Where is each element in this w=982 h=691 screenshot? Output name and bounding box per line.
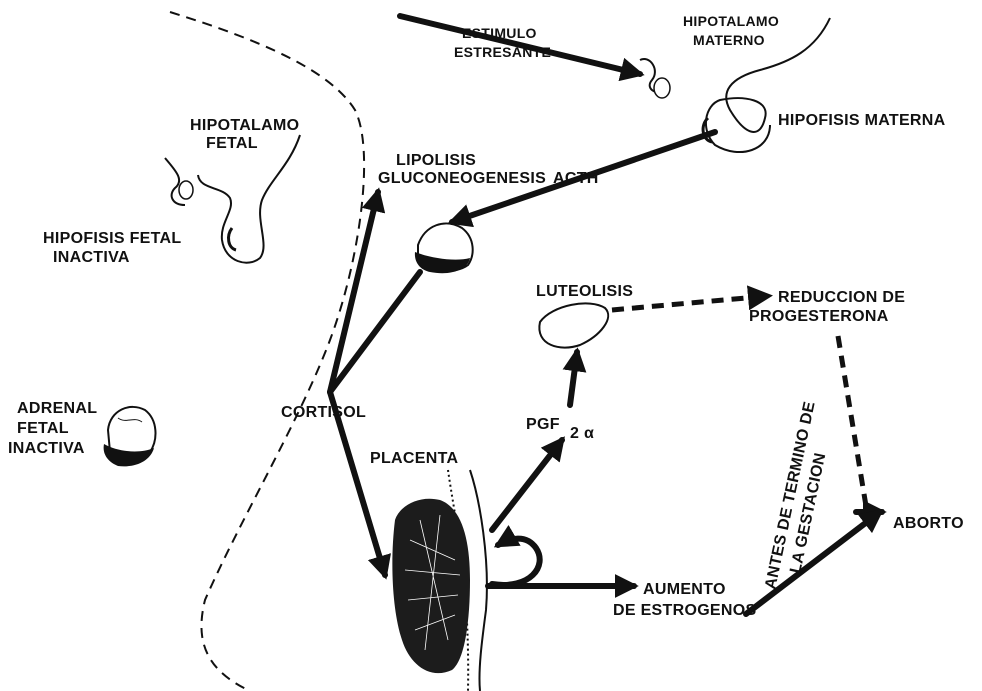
adrenal-fetal-label: FETAL <box>17 420 69 437</box>
pgf-subscript-label: 2 α <box>570 425 594 442</box>
pgf-to-luteolisis-arrow <box>570 352 577 405</box>
estimulo-label: ESTIMULO <box>462 25 537 41</box>
aborto-label: ABORTO <box>893 515 964 532</box>
fetal-boundary-dashed-line <box>170 12 364 691</box>
reduccion-label: REDUCCION DE <box>778 289 905 306</box>
hipotalamo-materno-label: HIPOTALAMO <box>683 13 779 29</box>
luteolisis-to-reduccion-dashed-arrow <box>612 296 768 310</box>
aumento-label: AUMENTO <box>643 581 726 598</box>
fetal-hypothalamus-pituitary-drawing <box>165 135 300 263</box>
estrogenos-label: DE ESTROGENOS <box>613 602 757 619</box>
lipolisis-label: LIPOLISIS <box>396 152 476 169</box>
placenta-to-pgf-arrow <box>492 440 562 530</box>
pgf-label: PGF <box>526 416 560 433</box>
adrenal-inactiva-label: INACTIVA <box>8 440 85 457</box>
hipotalamo-fetal-label: HIPOTALAMO <box>190 117 299 134</box>
fetal-adrenal-inactive-drawing <box>104 407 156 466</box>
progesterona-label: PROGESTERONA <box>749 308 889 325</box>
hipofisis-inactiva-label: INACTIVA <box>53 249 130 266</box>
fetal-adrenal-active-drawing <box>415 223 473 273</box>
placenta-feedback-loop-arrow <box>492 539 540 585</box>
hipofisis-materna-label: HIPOFISIS MATERNA <box>778 112 946 129</box>
fetal-label: FETAL <box>206 135 258 152</box>
materno-label: MATERNO <box>693 32 765 48</box>
acth-label: ACTH <box>553 170 599 187</box>
estresante-label: ESTRESANTE <box>454 44 551 60</box>
cortisol-label: CORTISOL <box>281 404 366 421</box>
hipofisis-fetal-label: HIPOFISIS FETAL <box>43 230 181 247</box>
gluconeogenesis-label: GLUCONEOGENESIS <box>378 170 546 187</box>
adrenal-label: ADRENAL <box>17 400 97 417</box>
luteolisis-label: LUTEOLISIS <box>536 283 633 300</box>
reduccion-to-aborto-dashed-line <box>838 336 866 506</box>
placenta-label: PLACENTA <box>370 450 458 467</box>
placenta-drawing <box>392 470 487 691</box>
corpus-luteum-drawing <box>539 303 608 347</box>
